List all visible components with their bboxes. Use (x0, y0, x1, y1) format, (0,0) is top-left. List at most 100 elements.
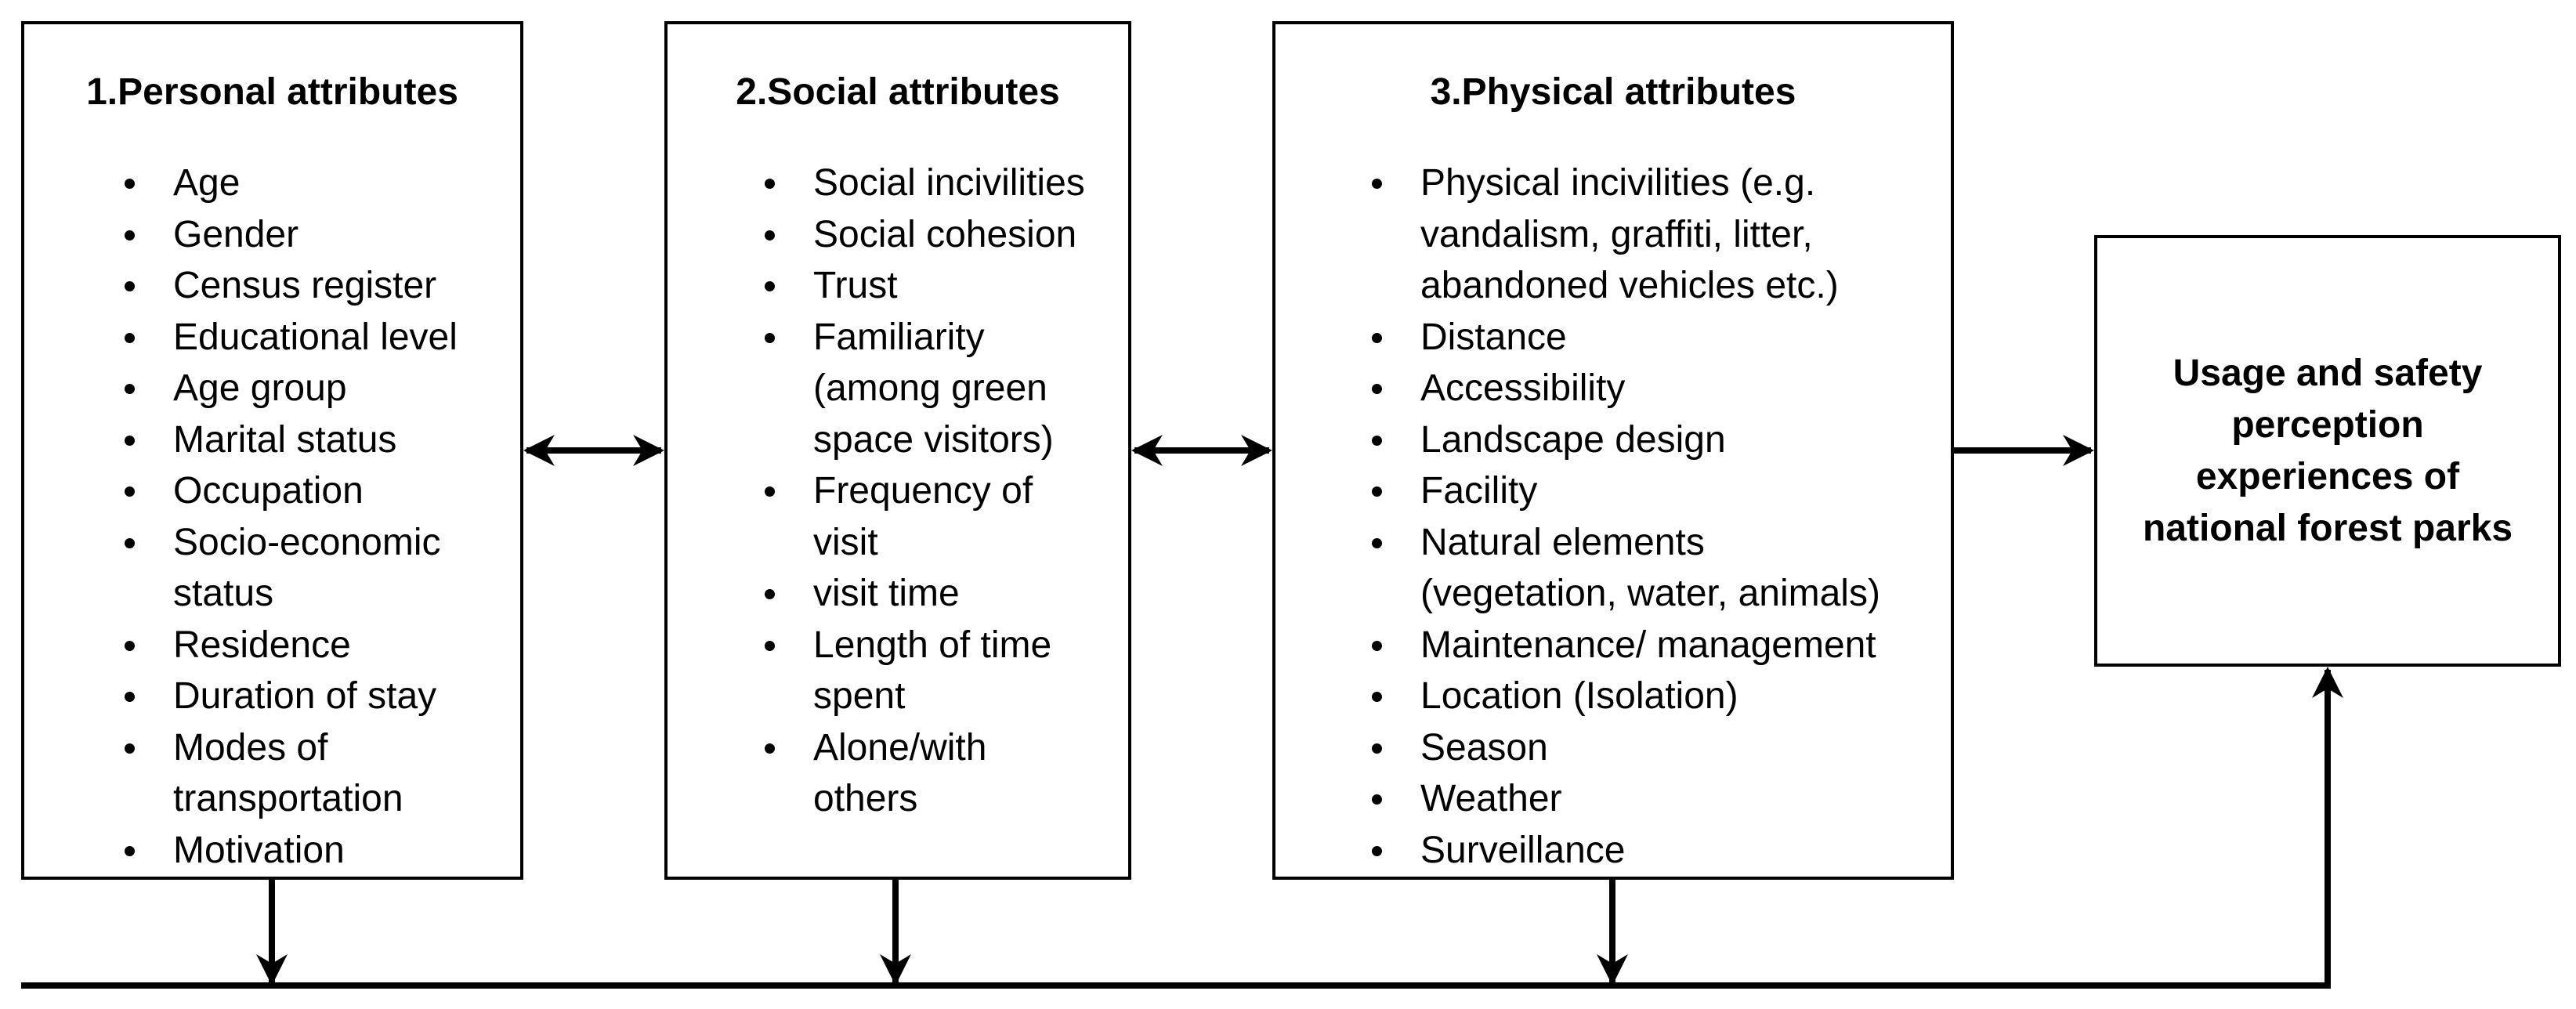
list-item-text: Social cohesion (813, 213, 1077, 255)
list-item: Alone/with others (765, 722, 1128, 825)
bullet-icon (1372, 794, 1382, 805)
bullet-icon (765, 486, 775, 497)
bullet-icon (125, 537, 135, 548)
list-item: Modes of transportation (125, 722, 520, 825)
list-item: Accessibility (1372, 363, 1951, 414)
list-item-text: Gender (173, 213, 299, 255)
bullet-icon (125, 743, 135, 754)
social-attributes-title: 2.Social attributes (736, 71, 1060, 113)
list-item: Distance (1372, 312, 1951, 363)
list-item: Census register (125, 260, 520, 312)
physical-attributes-title: 3.Physical attributes (1430, 71, 1796, 113)
bullet-icon (1372, 743, 1382, 754)
bullet-icon (125, 640, 135, 651)
list-item-text: Motivation (173, 829, 345, 871)
list-item: Familiarity (among green space visitors) (765, 312, 1128, 466)
list-item-text: Maintenance/ management (1420, 624, 1876, 666)
list-item-text: Weather (1420, 778, 1562, 819)
bullet-icon (125, 435, 135, 446)
bullet-icon (125, 692, 135, 702)
list-item: Occupation (125, 465, 520, 517)
list-item: Length of time spent (765, 620, 1128, 722)
bullet-icon (765, 332, 775, 343)
list-item-text: Occupation (173, 470, 364, 512)
list-item-text: Trust (813, 265, 898, 306)
bullet-icon (1372, 692, 1382, 702)
list-item-text: Age group (173, 367, 347, 409)
bullet-icon (1372, 332, 1382, 343)
list-item: Residence (125, 620, 520, 671)
list-item-text: Season (1420, 726, 1548, 769)
list-item-text: Landscape design (1420, 418, 1726, 461)
bullet-icon (1372, 537, 1382, 548)
bullet-icon (125, 845, 135, 856)
list-item: Duration of stay (125, 671, 520, 722)
outcome-text: Usage and safety perception experiences … (2142, 353, 2513, 549)
bullet-icon (1372, 845, 1382, 856)
list-item-text: Natural elements (vegetation, water, ani… (1420, 521, 1880, 615)
list-item: Motivation (125, 825, 520, 877)
list-item: Gender (125, 209, 520, 261)
list-item: visit time (765, 568, 1128, 620)
list-item-text: Marital status (173, 418, 397, 461)
bullet-icon (765, 179, 775, 189)
bullet-icon (1372, 640, 1382, 651)
list-item: Surveillance (1372, 825, 1951, 877)
list-item: Weather (1372, 773, 1951, 825)
list-item: Location (Isolation) (1372, 671, 1951, 722)
bullet-icon (1372, 486, 1382, 497)
bullet-icon (1372, 435, 1382, 446)
bullet-icon (125, 486, 135, 497)
list-item-text: Social incivilities (813, 162, 1085, 204)
bullet-icon (125, 179, 135, 189)
bullet-icon (765, 589, 775, 599)
list-item: Season (1372, 722, 1951, 774)
list-item-text: Socio-economic status (173, 521, 441, 615)
list-item-text: Physical incivilities (e.g. vandalism, g… (1420, 162, 1839, 306)
list-item: Trust (765, 260, 1128, 312)
list-item-text: Duration of stay (173, 675, 437, 717)
list-item-text: Residence (173, 624, 351, 666)
list-item-text: Facility (1420, 470, 1538, 512)
list-item: Age (125, 157, 520, 209)
list-item-text: Alone/with others (813, 726, 987, 820)
bullet-icon (765, 640, 775, 651)
list-item: Educational level (125, 312, 520, 363)
bullet-icon (765, 230, 775, 240)
outcome-box: Usage and safety perception experiences … (2094, 235, 2561, 667)
list-item: Physical incivilities (e.g. vandalism, g… (1372, 157, 1951, 312)
list-item-text: Modes of transportation (173, 726, 403, 820)
bullet-icon (1372, 384, 1382, 394)
list-item-text: Surveillance (1420, 829, 1626, 871)
list-item: Frequency of visit (765, 465, 1128, 568)
list-item: Landscape design (1372, 414, 1951, 466)
personal-attributes-title: 1.Personal attributes (86, 71, 458, 113)
physical-attributes-list: Physical incivilities (e.g. vandalism, g… (1372, 157, 1951, 877)
list-item-text: Length of time spent (813, 624, 1052, 718)
list-item-text: Distance (1420, 316, 1567, 358)
list-item-text: visit time (813, 573, 960, 614)
list-item: Social incivilities (765, 157, 1128, 209)
list-item-text: Age (173, 162, 241, 204)
bullet-icon (765, 743, 775, 754)
physical-attributes-box: 3.Physical attributes Physical incivilit… (1272, 21, 1954, 880)
bullet-icon (125, 281, 135, 291)
list-item: Maintenance/ management (1372, 620, 1951, 671)
list-item: Natural elements (vegetation, water, ani… (1372, 517, 1951, 620)
list-item: Social cohesion (765, 209, 1128, 261)
list-item-text: Location (Isolation) (1420, 675, 1738, 717)
bullet-icon (125, 384, 135, 394)
list-item: Socio-economic status (125, 517, 520, 620)
list-item-text: Accessibility (1420, 367, 1626, 409)
bullet-icon (125, 332, 135, 343)
list-item-text: Familiarity (among green space visitors) (813, 316, 1054, 461)
list-item: Facility (1372, 465, 1951, 517)
bullet-icon (125, 230, 135, 240)
bullet-icon (765, 281, 775, 291)
list-item-text: Educational level (173, 316, 458, 358)
list-item-text: Census register (173, 265, 437, 306)
